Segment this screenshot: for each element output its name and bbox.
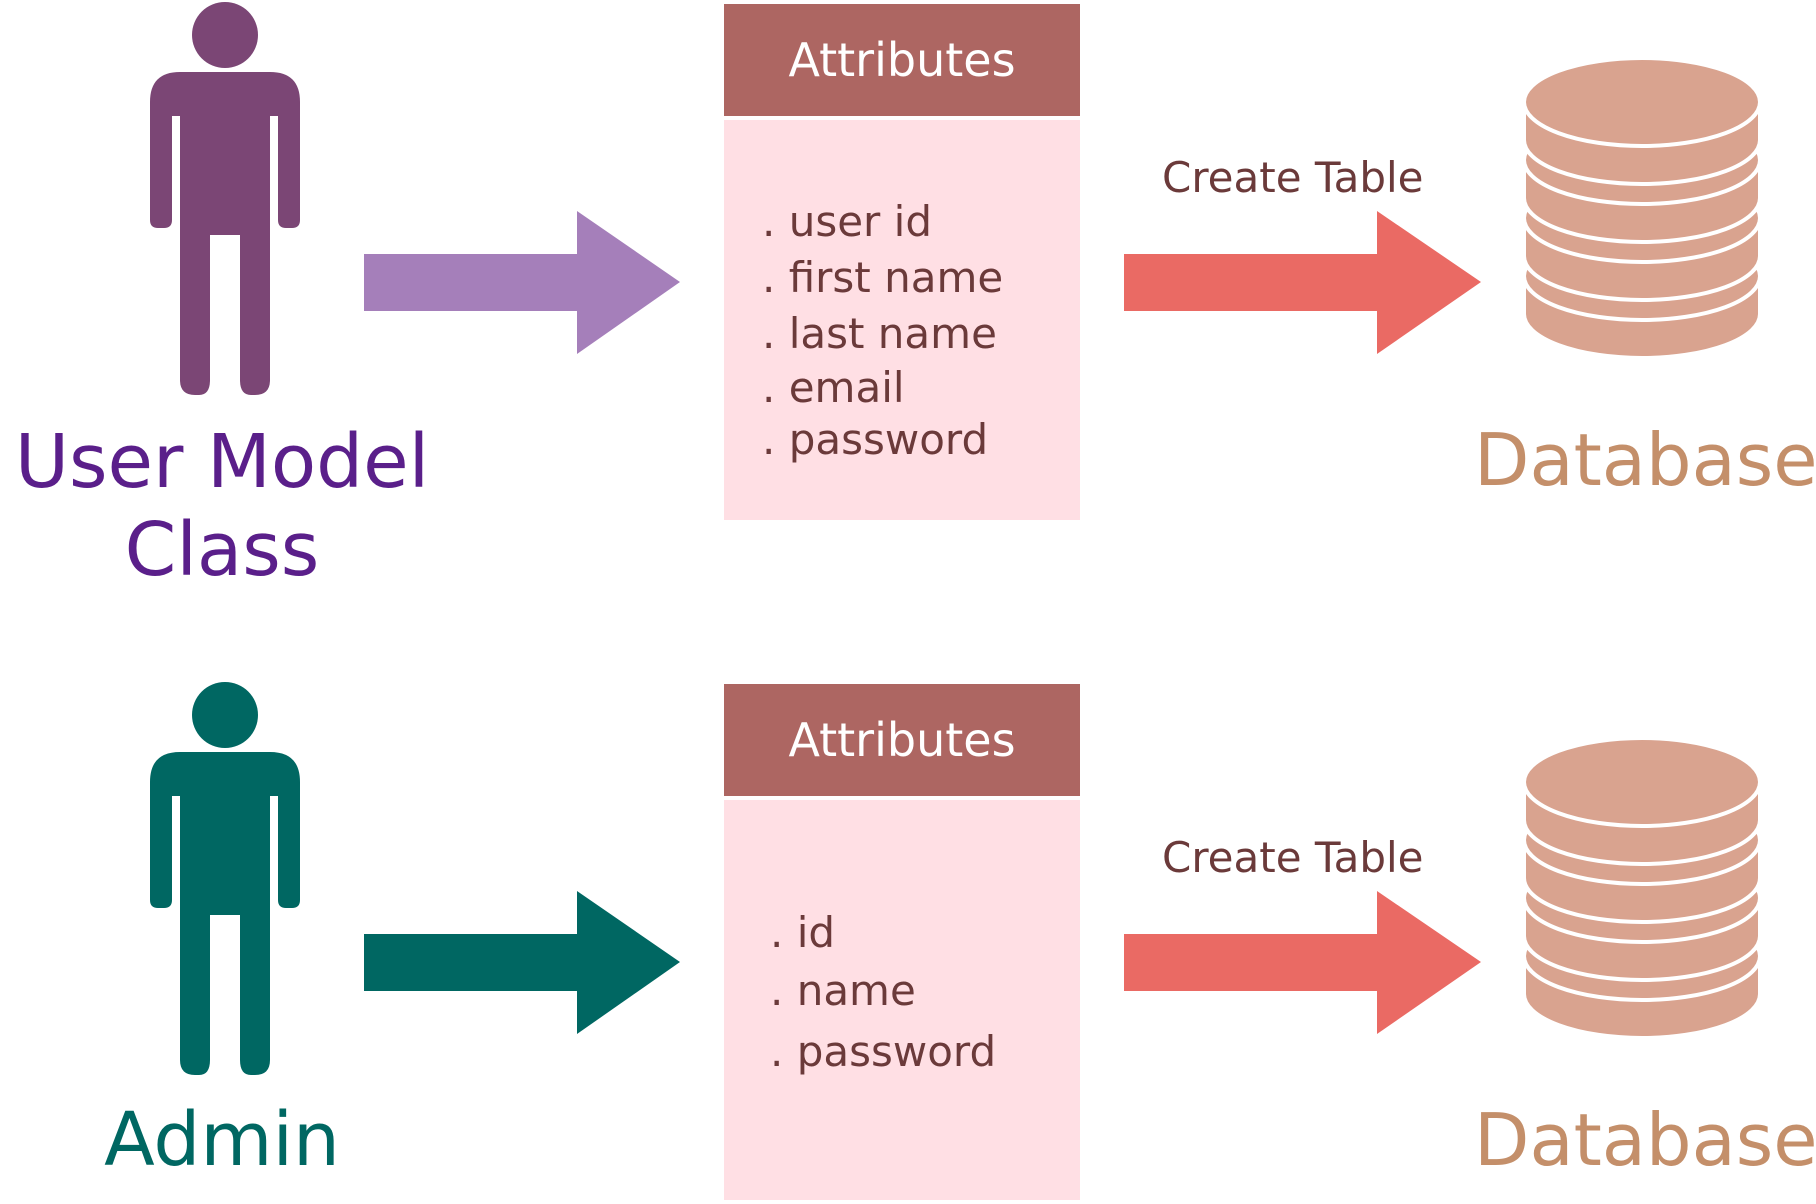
attribute-item: . last name (762, 309, 997, 358)
user-create-table-arrow (1124, 211, 1481, 354)
admin-database-icon (1522, 736, 1762, 1040)
user-model-class-label: User Model Class (14, 419, 430, 593)
admin-to-attributes-arrow (364, 891, 680, 1034)
user-to-attributes-arrow (364, 211, 680, 354)
admin-label: Admin (104, 1097, 340, 1183)
admin-create-table-label: Create Table (1162, 833, 1424, 882)
admin-create-table-arrow (1124, 891, 1481, 1034)
attribute-item: . email (762, 363, 905, 412)
attribute-item: . id (770, 908, 836, 957)
user-database-label: Database (1474, 418, 1816, 502)
user-create-table-label: Create Table (1162, 153, 1424, 202)
attribute-item: . user id (762, 197, 932, 246)
attribute-item: . password (762, 415, 989, 464)
attribute-item: . name (770, 966, 916, 1015)
user-attributes-header: Attributes (724, 4, 1080, 120)
user-attributes-list: . user id . first name . last name . ema… (724, 120, 1080, 466)
user-person-icon (150, 2, 300, 395)
admin-attributes-header: Attributes (724, 684, 1080, 800)
admin-attributes-card: Attributes . id . name . password (724, 684, 1080, 1200)
attribute-item: . first name (762, 253, 1004, 302)
user-attributes-card: Attributes . user id . first name . last… (724, 4, 1080, 520)
admin-attributes-list: . id . name . password (724, 800, 1080, 1084)
attribute-item: . password (770, 1027, 997, 1076)
admin-database-label: Database (1474, 1098, 1816, 1182)
user-database-icon (1522, 56, 1762, 360)
admin-person-icon (150, 682, 300, 1075)
